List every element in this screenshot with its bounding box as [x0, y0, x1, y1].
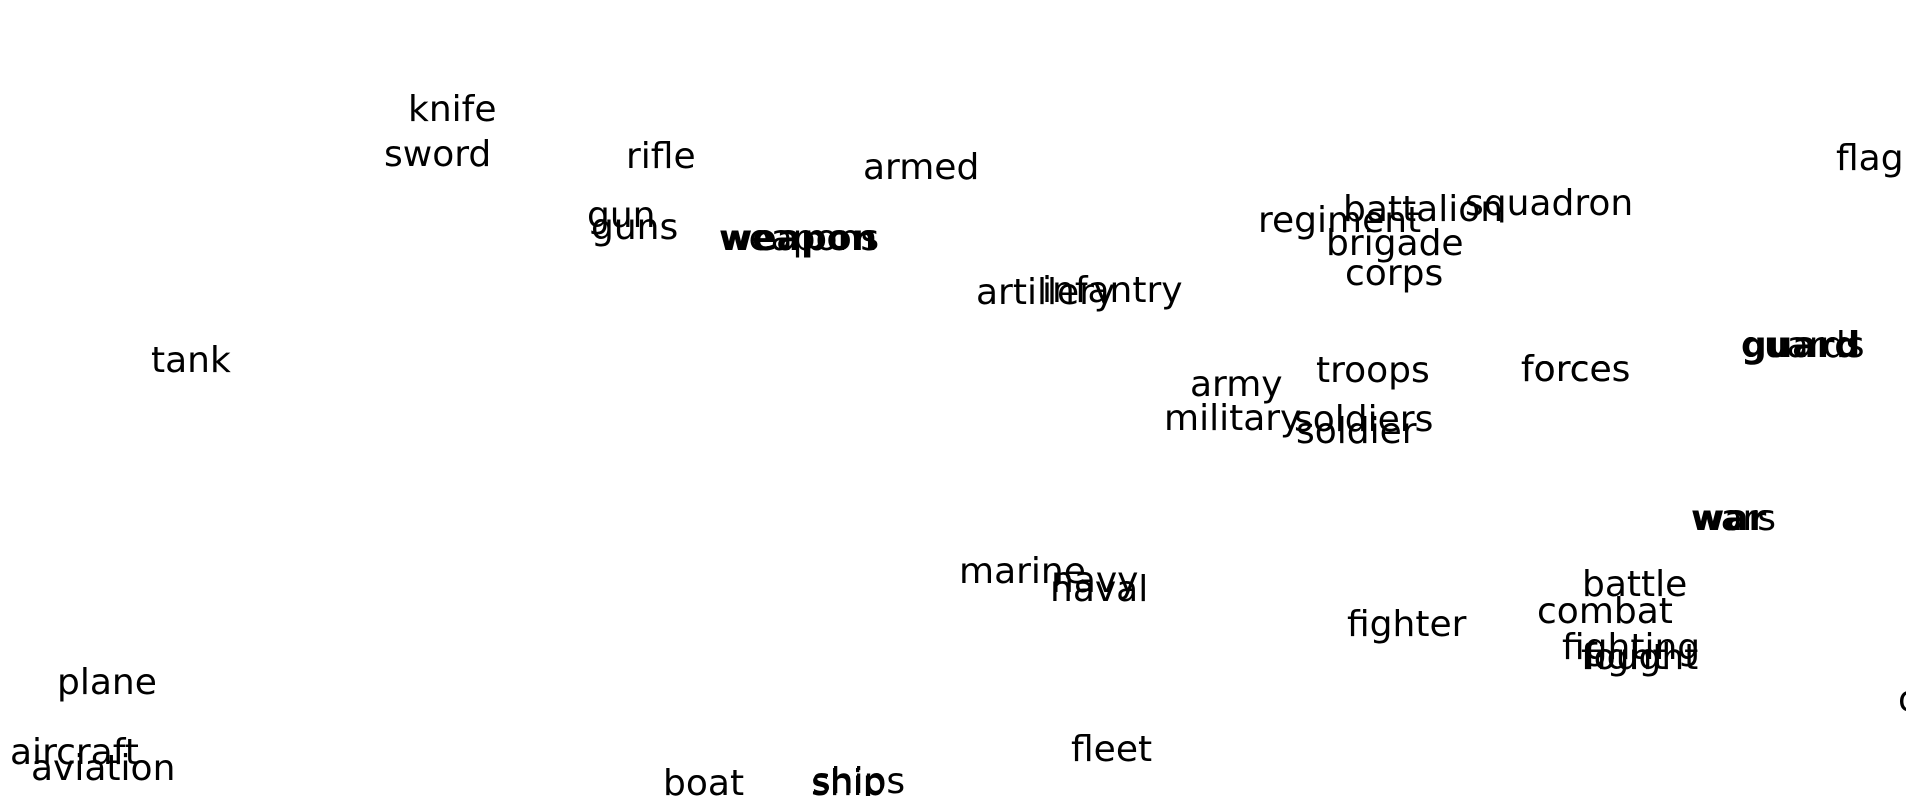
point-label-armed: armed — [863, 147, 980, 188]
point-label-ship: ship — [811, 763, 886, 796]
point-label-combat: combat — [1537, 591, 1673, 632]
point-label-plane: plane — [57, 662, 157, 703]
point-label-rifle: rifle — [626, 136, 696, 177]
point-label-aircraft: aircraft — [10, 732, 139, 773]
point-label-navy: navy — [1051, 560, 1139, 601]
point-label-ships: ships — [812, 761, 906, 796]
point-label-corps: corps — [1345, 253, 1444, 294]
point-label-war-bold: war — [1691, 498, 1767, 539]
point-label-sword: sword — [384, 134, 492, 175]
point-label-flag: flag — [1836, 138, 1904, 179]
point-label-battle: battle — [1582, 564, 1688, 605]
point-label-knife: knife — [408, 89, 497, 130]
point-label-gun: gun — [587, 195, 656, 236]
point-label-guard-bold: guard — [1741, 325, 1861, 366]
point-label-soldier: soldier — [1296, 411, 1417, 452]
point-label-guards: guards — [1741, 325, 1865, 366]
point-label-tank: tank — [151, 340, 231, 381]
point-label-force: force — [1521, 349, 1612, 390]
point-label-weapons: weapons — [719, 218, 880, 259]
point-label-squadron: squadron — [1465, 183, 1634, 224]
point-label-guns: guns — [591, 207, 679, 248]
point-label-fleet: fleet — [1071, 729, 1153, 770]
point-label-soldiers: soldiers — [1294, 399, 1434, 440]
point-label-fight: fight — [1584, 637, 1667, 678]
point-label-fighter: fighter — [1347, 604, 1467, 645]
point-label-wars: wars — [1691, 498, 1777, 539]
point-label-battalion: battalion — [1343, 189, 1504, 230]
point-label-brigade: brigade — [1326, 223, 1464, 264]
point-label-boat: boat — [663, 763, 745, 796]
point-label-military: military — [1164, 398, 1302, 439]
point-label-naval: naval — [1050, 569, 1149, 610]
point-label-infantry: infantry — [1042, 270, 1183, 311]
point-label-fought: fought — [1581, 637, 1699, 678]
point-label-troops: troops — [1316, 350, 1430, 391]
point-label-fighting: fighting — [1562, 627, 1701, 668]
point-label-artillery: artillery — [976, 272, 1116, 313]
point-label-marine: marine — [959, 551, 1086, 592]
point-label-forces: forces — [1521, 349, 1631, 390]
point-label-weapon-bold: weapon — [719, 218, 878, 259]
point-label-regiment: regiment — [1258, 200, 1422, 241]
point-label-o: o — [1898, 682, 1906, 718]
point-label-aviation: aviation — [31, 748, 176, 789]
point-label-army: army — [1190, 364, 1283, 405]
